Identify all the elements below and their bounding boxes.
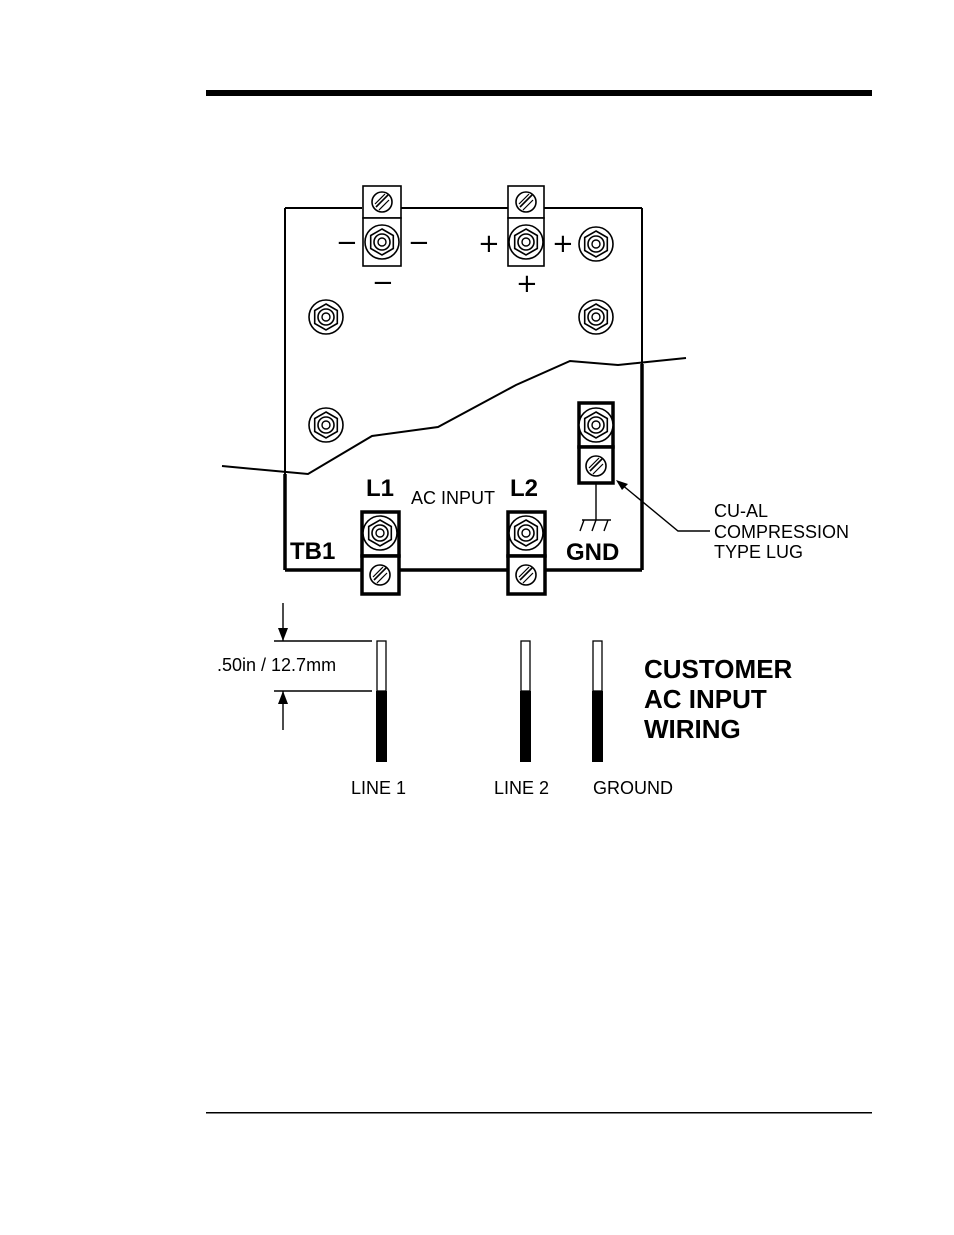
- break-line: [222, 358, 686, 474]
- wire-line1: [376, 641, 387, 762]
- gnd-label: GND: [566, 539, 619, 566]
- negative-terminal: [363, 186, 401, 266]
- hex-stud-icon: [309, 300, 343, 334]
- hex-stud-icon: [579, 227, 613, 261]
- pos-mark-below: +: [516, 269, 538, 299]
- wire-line2: [520, 641, 531, 762]
- pos-mark-left: +: [478, 229, 500, 259]
- l2-label: L2: [510, 475, 538, 502]
- lug-callout-leader: [616, 480, 710, 531]
- lug-callout-line1: CU-AL: [714, 501, 768, 521]
- wire-label-line2: LINE 2: [494, 778, 549, 798]
- positive-terminal: [508, 186, 544, 266]
- strip-length-label: .50in / 12.7mm: [217, 655, 336, 675]
- title-line2: AC INPUT: [644, 684, 767, 714]
- title-line3: WIRING: [644, 714, 741, 744]
- footer-rule: [206, 1112, 872, 1114]
- wire-label-line1: LINE 1: [351, 778, 406, 798]
- pos-mark-right: +: [552, 229, 574, 259]
- hex-stud-icon: [309, 408, 343, 442]
- board-outline: [285, 208, 642, 570]
- wire-label-ground: GROUND: [593, 778, 673, 798]
- ground-icon: [580, 484, 611, 531]
- neg-mark-right: −: [408, 228, 430, 258]
- lug-callout-line3: TYPE LUG: [714, 542, 803, 562]
- neg-mark-below: −: [372, 268, 394, 298]
- title-line1: CUSTOMER: [644, 654, 793, 684]
- header-rule: [206, 90, 872, 96]
- hex-stud-icon: [579, 300, 613, 334]
- l1-terminal: [362, 512, 399, 594]
- l2-terminal: [508, 512, 545, 594]
- wire-ground: [592, 641, 603, 762]
- ac-input-label: AC INPUT: [411, 488, 495, 508]
- tb1-label: TB1: [290, 538, 335, 565]
- neg-mark-left: −: [336, 228, 358, 258]
- l1-label: L1: [366, 475, 394, 502]
- ground-lug: [579, 403, 613, 483]
- lug-callout-line2: COMPRESSION: [714, 522, 849, 542]
